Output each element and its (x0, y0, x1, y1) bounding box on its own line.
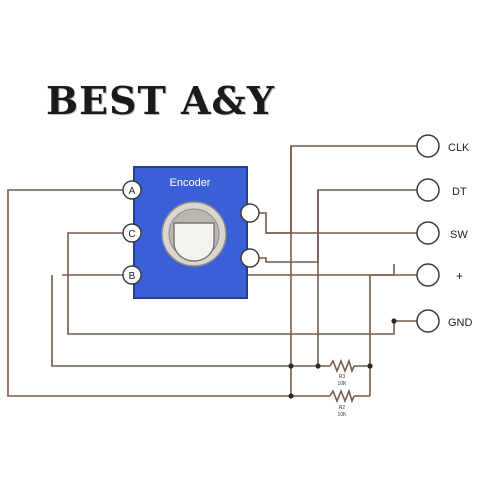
terminal-sw (416, 221, 440, 245)
terminal-clk-label: CLK (448, 142, 470, 154)
wire-plus (62, 264, 417, 276)
terminal-gnd-label: GND (448, 317, 473, 329)
r3-zigzag (329, 358, 355, 374)
terminal-gnd (416, 309, 440, 333)
junction-dot (288, 393, 294, 399)
terminals: CLK DT SW + GND (416, 134, 473, 333)
resistor-labels: R3 10K R2 10K (338, 374, 348, 418)
terminal-dt-label: DT (452, 186, 467, 198)
pin-a-circle (122, 180, 142, 200)
r2-ref: R2 (339, 405, 346, 411)
terminal-plus-label: + (456, 269, 463, 283)
wire-a (7, 189, 291, 397)
terminal-dt (416, 178, 440, 202)
wires (7, 145, 417, 404)
terminal-plus (416, 263, 440, 287)
pin-b-label: B (129, 271, 136, 282)
output-pin-upper (240, 203, 260, 223)
terminal-sw-label: SW (450, 229, 468, 241)
junction-dot (288, 363, 294, 369)
r2-zigzag (329, 388, 355, 404)
terminal-clk (416, 134, 440, 158)
r3-ref: R3 (339, 374, 346, 380)
wire-plus-drop (369, 274, 394, 396)
junction-dot (315, 363, 321, 369)
wire-dt (259, 189, 417, 263)
encoder-module: Encoder A C B (122, 166, 260, 299)
output-pin-lower (240, 248, 260, 268)
wire-gnd (67, 275, 417, 335)
junction-dot (391, 318, 397, 324)
junctions (288, 318, 397, 399)
encoder-shaft (173, 222, 215, 262)
r2-value: 10K (338, 412, 348, 418)
pin-b-circle (122, 265, 142, 285)
brand-title: BEST A&Y (46, 78, 275, 123)
junction-dot (367, 363, 373, 369)
pin-c-circle (122, 223, 142, 243)
encoder-title: Encoder (170, 177, 211, 189)
r3-value: 10K (338, 381, 348, 387)
pin-c-label: C (128, 229, 135, 240)
pin-a-label: A (129, 186, 136, 197)
wire-b (51, 275, 291, 367)
